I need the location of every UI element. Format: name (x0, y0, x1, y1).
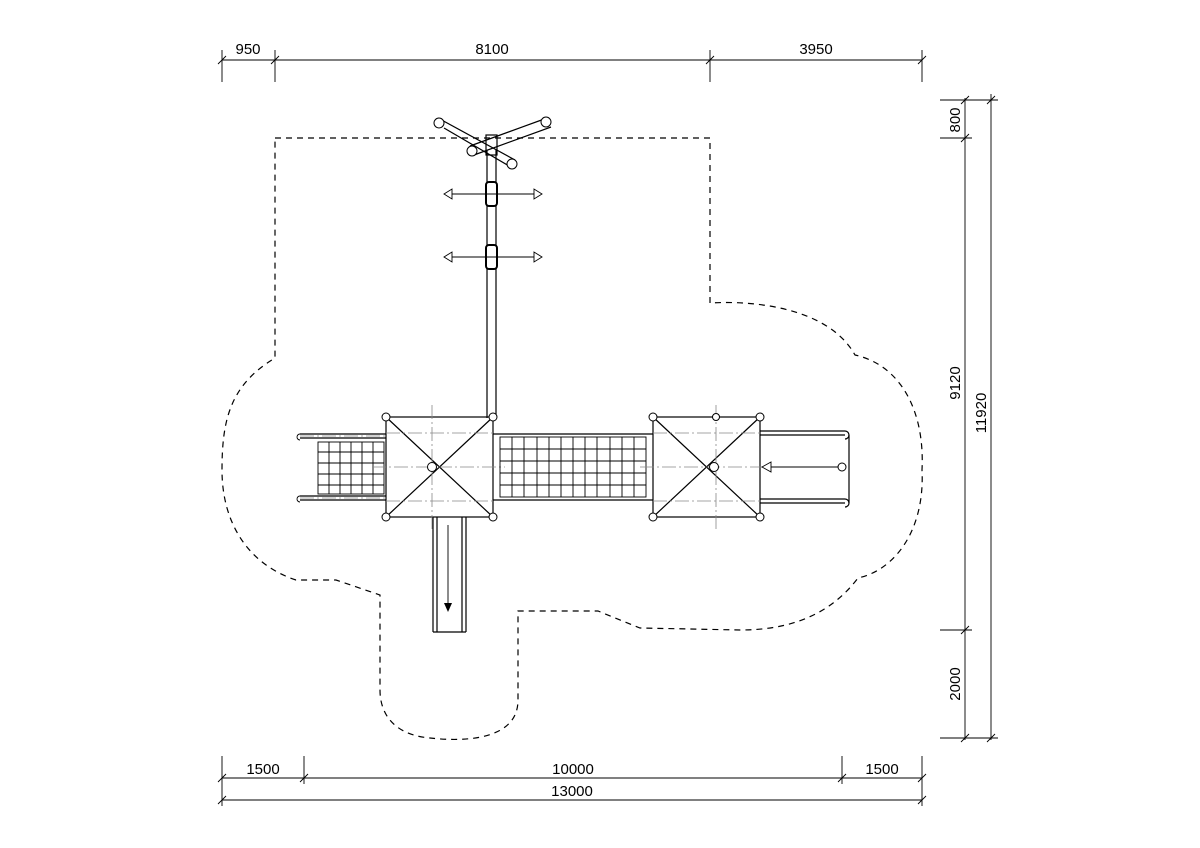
safety-zone-outline (221, 137, 923, 740)
slide-east (760, 430, 850, 508)
swing-beam (433, 116, 552, 418)
right-tower-platform (640, 405, 772, 530)
dim-right-9120: 9120 (947, 366, 964, 399)
dim-right-800: 800 (947, 107, 964, 132)
left-climbing-net (296, 433, 386, 503)
swing-seat-2 (443, 244, 543, 270)
dim-bottom-1500-right: 1500 (865, 761, 898, 778)
dim-top-8100: 8100 (475, 41, 508, 58)
dim-bottom-1500-left: 1500 (246, 761, 279, 778)
middle-bridge-net (493, 433, 653, 501)
dim-top-3950: 3950 (799, 41, 832, 58)
right-dimensions: 800 9120 2000 11920 (940, 94, 998, 743)
top-dimensions: 950 8100 3950 (217, 41, 927, 82)
dim-right-11920: 11920 (973, 393, 990, 434)
dim-top-950: 950 (235, 41, 260, 58)
dim-bottom-10000: 10000 (552, 761, 594, 778)
left-tower-platform (372, 405, 505, 530)
swing-seat-1 (443, 181, 543, 207)
dim-right-2000: 2000 (947, 667, 964, 700)
slide-direction-arrow (761, 461, 772, 473)
slide-south (432, 517, 467, 633)
dim-bottom-13000: 13000 (551, 783, 593, 800)
left-net-grid (317, 441, 385, 495)
slide-direction-arrow (444, 603, 452, 612)
bottom-dimensions: 1500 10000 1500 13000 (217, 756, 927, 806)
swing-frame-legs (433, 116, 552, 170)
